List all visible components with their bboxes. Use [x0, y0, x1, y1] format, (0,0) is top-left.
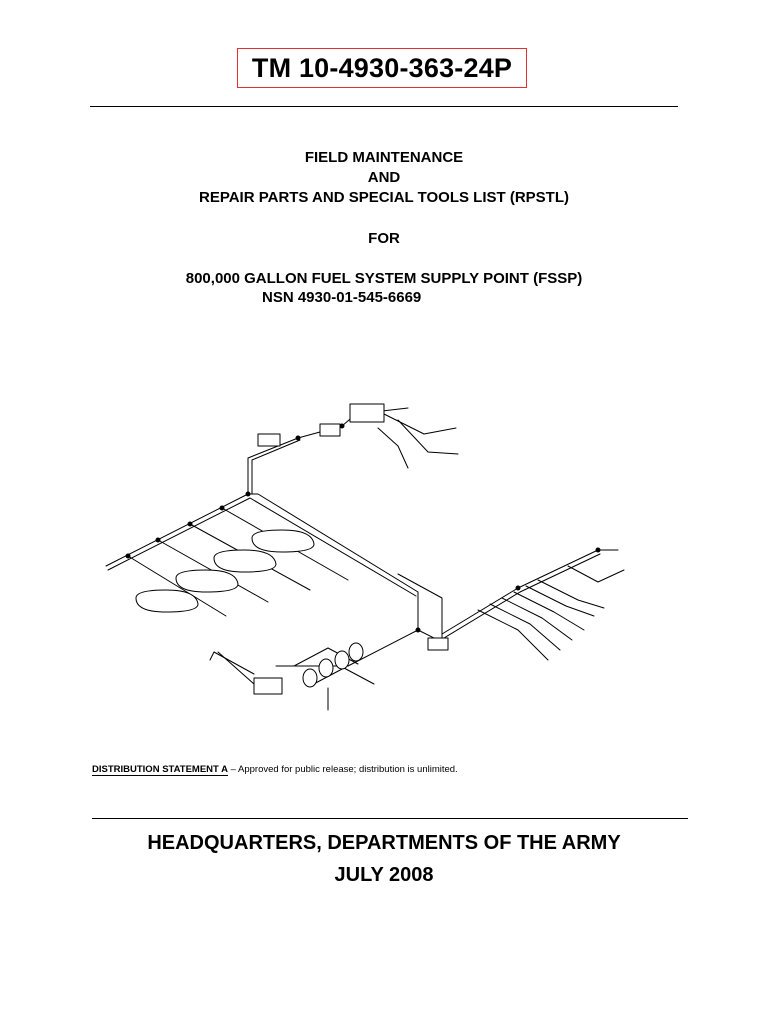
distribution-statement-text: – Approved for public release; distribut… — [227, 764, 458, 775]
distribution-statement: DISTRIBUTION STATEMENT A – Approved for … — [92, 764, 458, 776]
top-divider — [90, 106, 678, 107]
fuel-system-diagram — [105, 403, 625, 711]
title-line-1: FIELD MAINTENANCE — [304, 149, 464, 166]
tm-number-box: TM 10-4930-363-24P — [237, 48, 527, 88]
nsn-number: NSN 4930-01-545-6669 — [262, 289, 422, 306]
distribution-statement-label: DISTRIBUTION STATEMENT A — [92, 764, 228, 776]
title-line-2: AND — [367, 169, 401, 186]
system-name: 800,000 GALLON FUEL SYSTEM SUPPLY POINT … — [185, 270, 583, 287]
tm-number: TM 10-4930-363-24P — [251, 52, 513, 83]
issuer-line: HEADQUARTERS, DEPARTMENTS OF THE ARMY — [147, 832, 621, 854]
publication-date: JULY 2008 — [334, 864, 434, 886]
bottom-divider — [92, 818, 688, 819]
title-line-3: REPAIR PARTS AND SPECIAL TOOLS LIST (RPS… — [198, 189, 570, 206]
for-label: FOR — [368, 230, 400, 247]
